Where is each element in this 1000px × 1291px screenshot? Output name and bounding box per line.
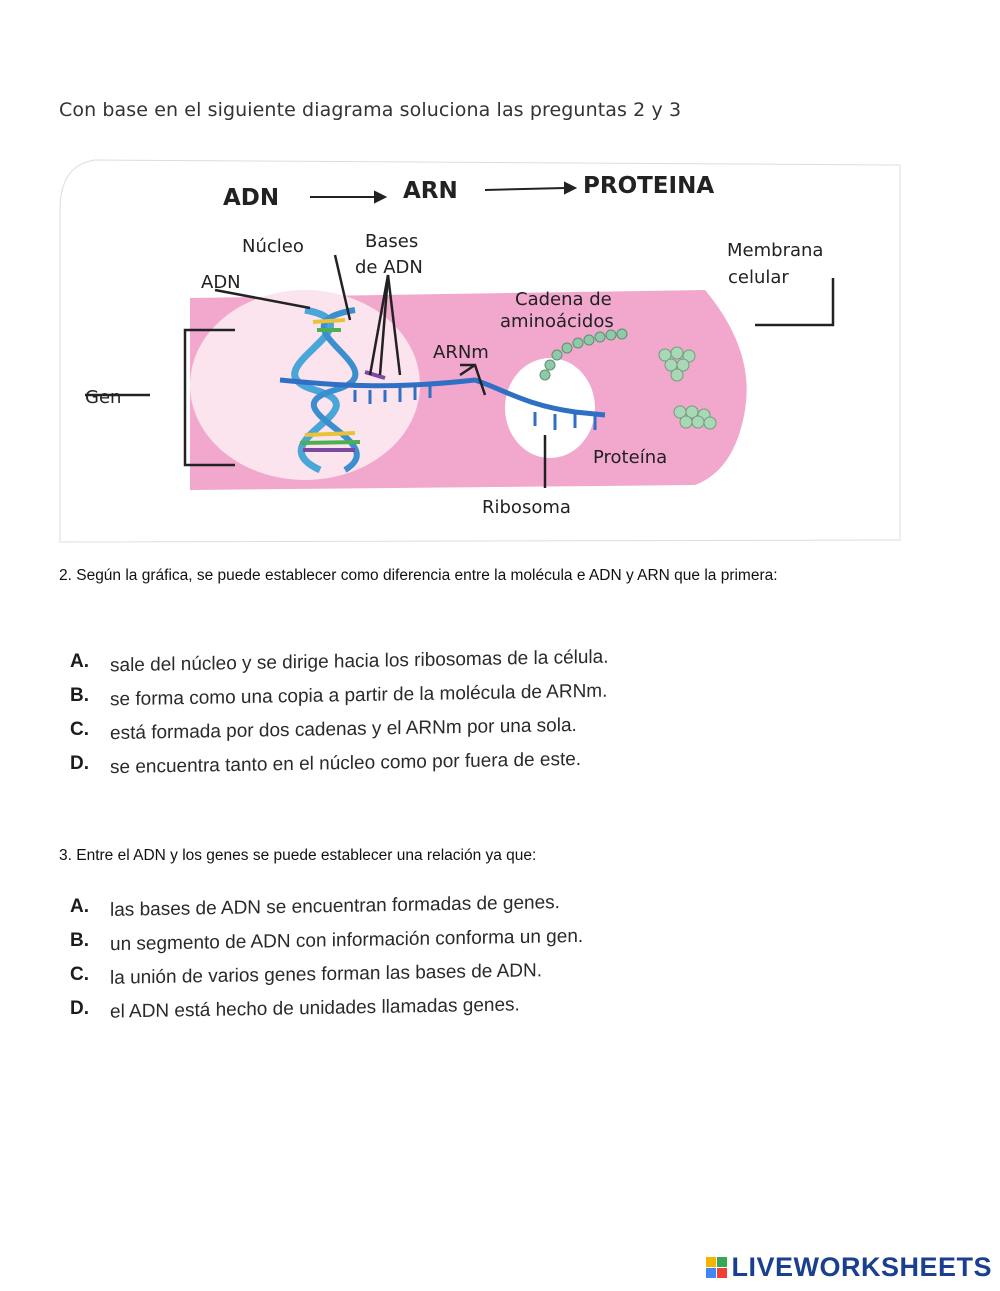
flow-arn: ARN (403, 178, 458, 204)
q2-option-d[interactable]: D.se encuentra tanto en el núcleo como p… (70, 748, 582, 779)
protein-synthesis-diagram: ADN ARN PROTEINA Núcleo Bases de ADN ADN… (55, 150, 905, 545)
q3-option-d[interactable]: D.el ADN está hecho de unidades llamadas… (70, 994, 520, 1023)
brand-text: LIVEWORKSHEETS (731, 1252, 992, 1282)
flow-adn: ADN (223, 185, 279, 211)
label-proteina: Proteína (593, 447, 667, 468)
label-cadena: Cadena de (515, 289, 612, 310)
q2-option-c[interactable]: C.está formada por dos cadenas y el ARNm… (70, 714, 577, 745)
question-2-options: A.sale del núcleo y se dirige hacia los … (70, 645, 609, 781)
label-bases: Bases (365, 231, 418, 252)
label-ribosoma: Ribosoma (482, 497, 571, 518)
question-3-options: A.las bases de ADN se encuentran formada… (70, 890, 583, 1026)
question-3: 3. Entre el ADN y los genes se puede est… (59, 847, 537, 864)
label-gen: Gen (85, 387, 121, 408)
label-adn: ADN (201, 272, 241, 293)
protein-clusters (658, 346, 717, 430)
question-2: 2. Según la gráfica, se puede establecer… (59, 567, 778, 584)
label-cadena-2: aminoácidos (500, 311, 614, 332)
q3-option-c[interactable]: C.la unión de varios genes forman las ba… (70, 960, 542, 989)
q3-option-b[interactable]: B.un segmento de ADN con información con… (70, 925, 584, 956)
q2-option-a[interactable]: A.sale del núcleo y se dirige hacia los … (70, 646, 609, 677)
intro-text: Con base en el siguiente diagrama soluci… (59, 99, 682, 121)
q2-option-b[interactable]: B.se forma como una copia a partir de la… (70, 680, 608, 711)
mrna-strand (279, 377, 606, 418)
flow-proteina: PROTEINA (583, 173, 714, 199)
label-arnm: ARNm (433, 342, 489, 363)
liveworksheets-icon (706, 1257, 728, 1278)
label-membrana: Membrana (727, 240, 823, 261)
label-nucleo: Núcleo (242, 236, 304, 257)
label-membrana-2: celular (728, 267, 789, 288)
liveworksheets-logo[interactable]: LIVEWORKSHEETS (706, 1252, 992, 1283)
amino-chain (539, 328, 628, 381)
label-bases-2: de ADN (355, 257, 423, 278)
q3-option-a[interactable]: A.las bases de ADN se encuentran formada… (70, 892, 560, 921)
